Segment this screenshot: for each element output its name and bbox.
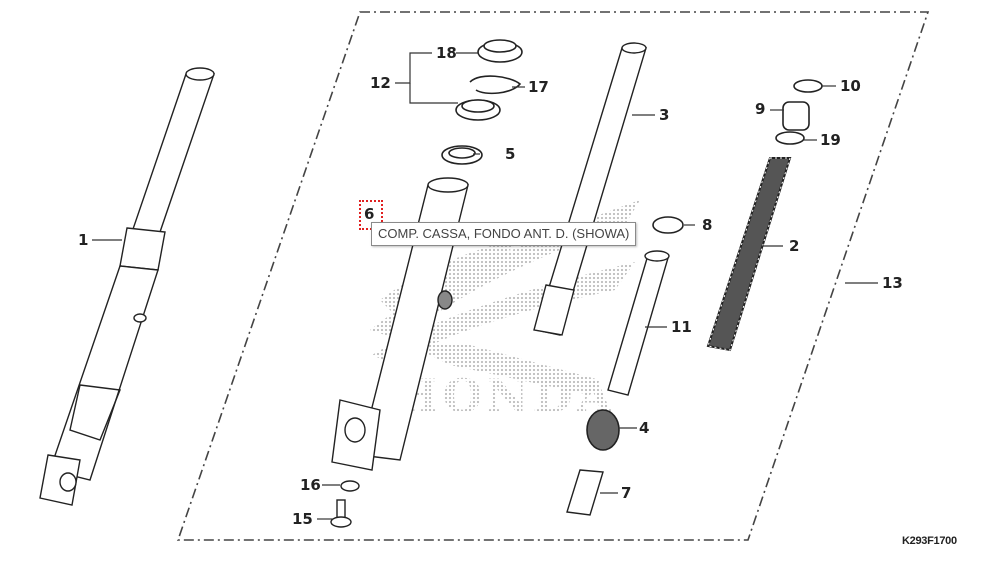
callout-12[interactable]: 12 [370,74,391,92]
bolt-15-washer-16 [330,480,360,528]
piston-11 [607,250,670,396]
callout-3[interactable]: 3 [659,106,670,124]
rebound-spring-4 [586,409,620,451]
callout-18[interactable]: 18 [436,44,457,62]
callout-8[interactable]: 8 [702,216,713,234]
callout-1[interactable]: 1 [78,231,89,249]
callout-2[interactable]: 2 [789,237,800,255]
fork-spring-2 [706,157,792,352]
svg-text:HONDA: HONDA [395,369,616,423]
callout-11[interactable]: 11 [671,318,692,336]
callout-16[interactable]: 16 [300,476,321,494]
callout-15[interactable]: 15 [292,510,313,528]
callout-5[interactable]: 5 [505,145,516,163]
part-tooltip: COMP. CASSA, FONDO ANT. D. (SHOWA) [371,222,637,246]
callout-6[interactable]: 6 [364,205,375,223]
collar-7 [566,469,604,516]
callout-4[interactable]: 4 [639,419,650,437]
assembly-boundary [176,11,930,541]
fork-bottom-case-6 [331,177,469,471]
callout-7[interactable]: 7 [621,484,632,502]
fork-leg-assembly-1 [39,67,215,506]
leader-lines [92,52,878,520]
callout-19[interactable]: 19 [820,131,841,149]
callout-10[interactable]: 10 [840,77,861,95]
callout-13[interactable]: 13 [882,274,903,292]
callout-9[interactable]: 9 [755,100,766,118]
figure-code: K293F1700 [902,535,957,547]
fork-pipe-3 [533,42,647,336]
seals [441,39,823,234]
callout-17[interactable]: 17 [528,78,549,96]
